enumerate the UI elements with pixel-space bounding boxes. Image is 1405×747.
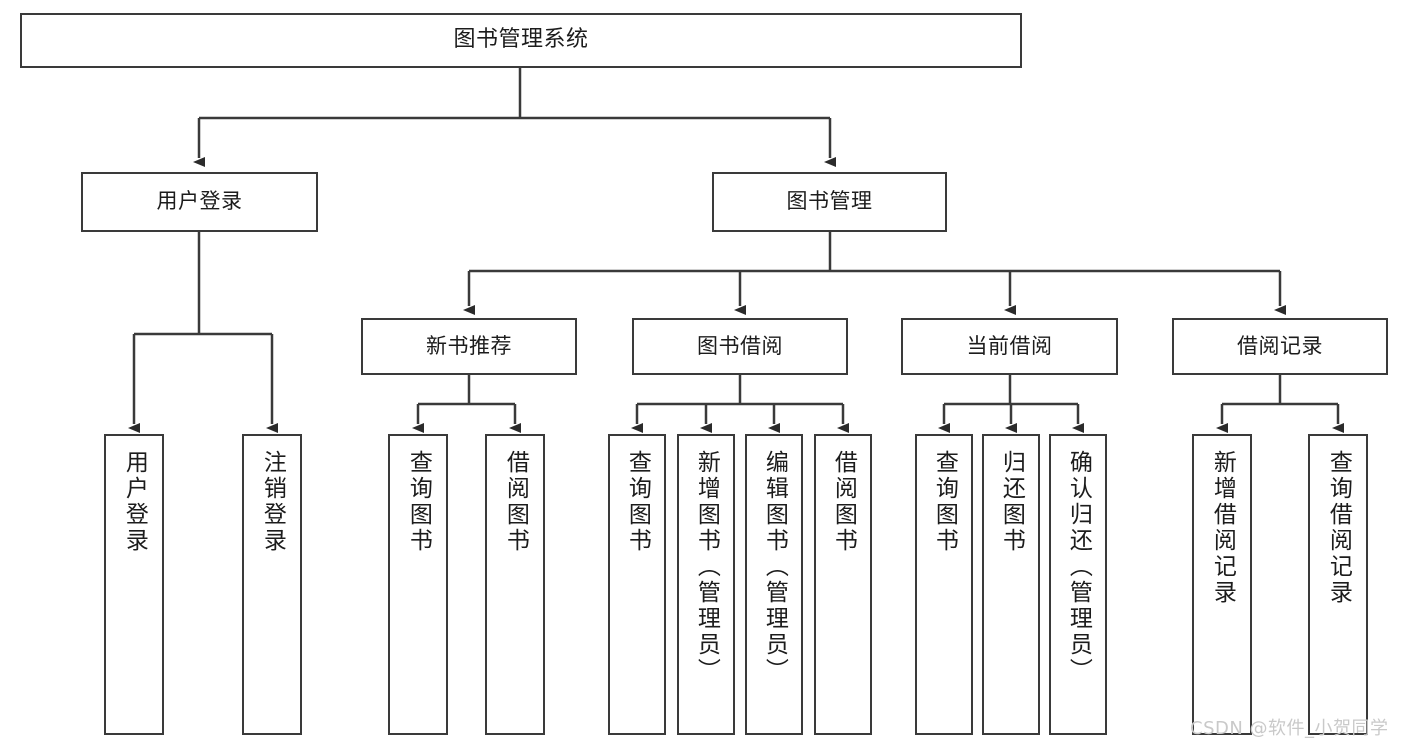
leaf-user-login-login[interactable]: 用户登录 — [104, 434, 164, 735]
leaf-borrow-borrow-book[interactable]: 借阅图书 — [814, 434, 872, 735]
node-borrow-record[interactable]: 借阅记录 — [1172, 318, 1388, 375]
leaf-borrow-query-book[interactable]: 查询图书 — [608, 434, 666, 735]
node-label: 查询图书 — [405, 450, 432, 554]
node-label: 借阅记录 — [1237, 333, 1323, 358]
node-label: 图书管理系统 — [453, 27, 589, 53]
leaf-record-add-record[interactable]: 新增借阅记录 — [1192, 434, 1252, 735]
node-label: 注销登录 — [259, 450, 286, 554]
node-book-management[interactable]: 图书管理 — [712, 172, 947, 232]
node-label: 归还图书 — [998, 450, 1025, 554]
node-label: 查询图书 — [624, 450, 651, 554]
node-label: 图书借阅 — [697, 333, 783, 358]
node-label: 借阅图书 — [830, 450, 857, 554]
node-label: 编辑图书（管理员） — [761, 450, 788, 684]
node-root-system[interactable]: 图书管理系统 — [20, 13, 1022, 68]
node-label: 借阅图书 — [502, 450, 529, 554]
leaf-recommend-query-book[interactable]: 查询图书 — [388, 434, 448, 735]
node-book-borrow[interactable]: 图书借阅 — [632, 318, 848, 375]
node-label: 用户登录 — [121, 450, 148, 554]
node-label: 图书管理 — [786, 189, 873, 214]
node-current-borrow[interactable]: 当前借阅 — [901, 318, 1118, 375]
leaf-user-login-logout[interactable]: 注销登录 — [242, 434, 302, 735]
node-new-book-recommend[interactable]: 新书推荐 — [361, 318, 577, 375]
leaf-current-confirm-return[interactable]: 确认归还（管理员） — [1049, 434, 1107, 735]
node-label: 新增借阅记录 — [1209, 450, 1236, 606]
node-label: 新书推荐 — [426, 333, 512, 358]
node-label: 查询图书 — [931, 450, 958, 554]
leaf-recommend-borrow-book[interactable]: 借阅图书 — [485, 434, 545, 735]
leaf-record-query-record[interactable]: 查询借阅记录 — [1308, 434, 1368, 735]
node-user-login[interactable]: 用户登录 — [81, 172, 318, 232]
leaf-current-return-book[interactable]: 归还图书 — [982, 434, 1040, 735]
node-label: 当前借阅 — [966, 333, 1053, 358]
leaf-borrow-edit-book[interactable]: 编辑图书（管理员） — [745, 434, 803, 735]
leaf-current-query-book[interactable]: 查询图书 — [915, 434, 973, 735]
node-label: 新增图书（管理员） — [693, 450, 720, 684]
node-label: 查询借阅记录 — [1325, 450, 1352, 606]
leaf-borrow-add-book[interactable]: 新增图书（管理员） — [677, 434, 735, 735]
node-label: 确认归还（管理员） — [1065, 450, 1092, 684]
node-label: 用户登录 — [156, 189, 243, 214]
